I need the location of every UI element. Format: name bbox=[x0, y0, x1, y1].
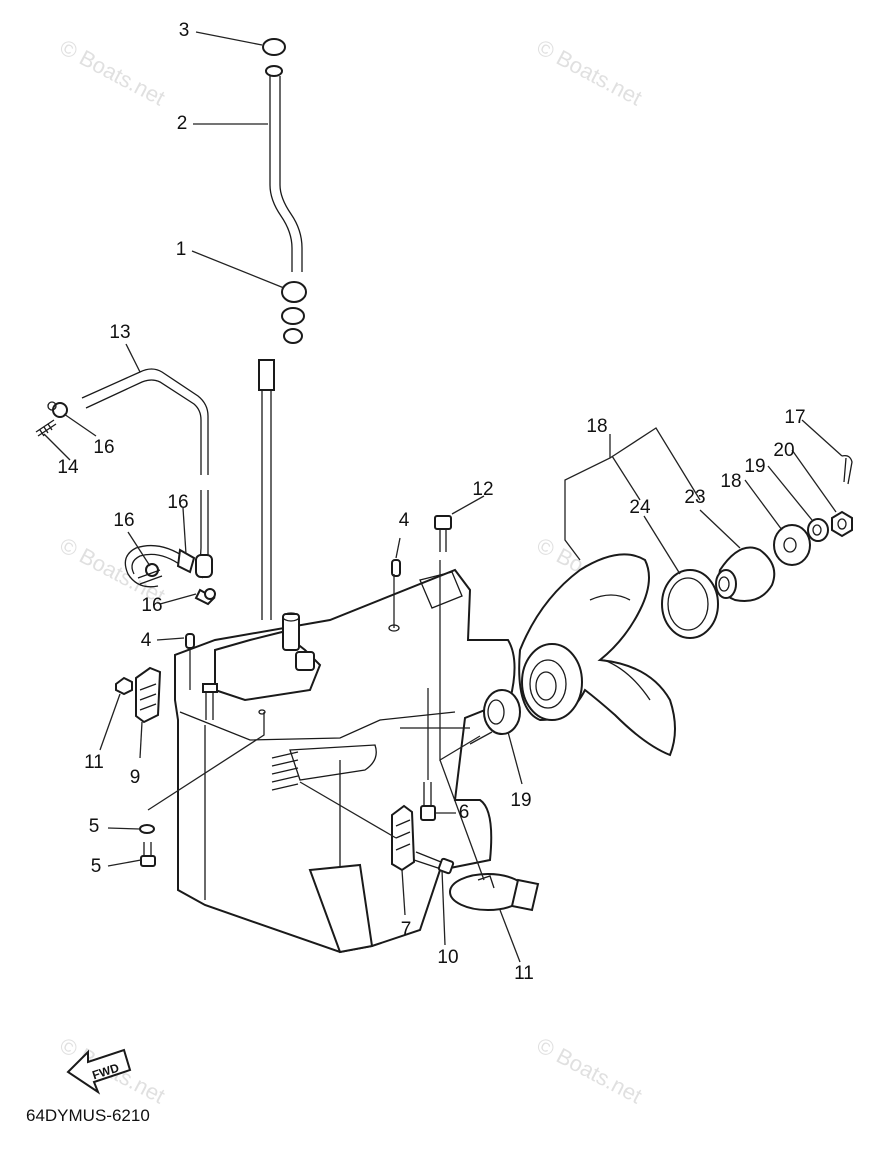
part-10-bolt bbox=[413, 851, 455, 875]
part-4-dowel-upper bbox=[391, 559, 401, 577]
callout-4-lower: 4 bbox=[141, 630, 152, 651]
drive-shaft-body bbox=[261, 390, 272, 620]
callout-18: 18 bbox=[720, 471, 741, 492]
callout-11: 11 bbox=[84, 752, 104, 773]
callout-20: 20 bbox=[773, 440, 794, 461]
part-6-washer bbox=[139, 824, 155, 834]
callout-19: 19 bbox=[744, 456, 765, 477]
part-20-nut bbox=[831, 510, 853, 538]
hose-joint bbox=[195, 554, 213, 578]
part-15-fitting bbox=[35, 401, 68, 437]
callout-21: 17 bbox=[784, 407, 805, 428]
part-2-water-tube bbox=[269, 76, 303, 272]
callout-16: 16 bbox=[93, 437, 114, 458]
part-24-bushing bbox=[661, 569, 719, 639]
part-4-dowel-lower bbox=[185, 633, 195, 649]
drive-shaft-spline bbox=[258, 359, 275, 391]
part-12-trim-tab bbox=[449, 873, 540, 912]
callout-14: 13 bbox=[109, 322, 130, 343]
part-5-bolt bbox=[140, 842, 156, 867]
drive-shaft bbox=[258, 359, 275, 620]
part-14-flush-hose bbox=[81, 368, 213, 579]
part-16-small-hose bbox=[124, 544, 216, 606]
part-23-spacer bbox=[715, 546, 776, 602]
lower-unit-case bbox=[174, 568, 516, 954]
callout-7: 6 bbox=[459, 802, 470, 823]
callout-4-upper: 4 bbox=[399, 510, 410, 531]
part-17-spacer bbox=[483, 689, 521, 735]
part-1-grommet-inner bbox=[281, 307, 305, 325]
watermark: © Boats.net bbox=[56, 34, 170, 110]
callout-13: 12 bbox=[472, 479, 493, 500]
callout-22: 18 bbox=[586, 416, 607, 437]
callout-12: 11 bbox=[514, 963, 534, 984]
assembly-lines bbox=[147, 560, 493, 881]
part-2-ring bbox=[265, 65, 283, 77]
callout-leaders bbox=[43, 31, 843, 963]
callout-3: 3 bbox=[179, 20, 190, 41]
callout-23: 23 bbox=[684, 487, 705, 508]
callout-16d: 16 bbox=[141, 595, 162, 616]
propeller-hub bbox=[521, 643, 583, 721]
part-8-holder bbox=[391, 804, 416, 872]
callout-17: 19 bbox=[510, 790, 531, 811]
callout-2: 2 bbox=[177, 113, 188, 134]
part-9-holder bbox=[135, 666, 162, 724]
part-19-washer bbox=[807, 518, 829, 542]
part-1-grommet bbox=[281, 281, 307, 303]
part-3-cap bbox=[262, 38, 286, 56]
part-13-bolt bbox=[434, 515, 452, 552]
water-tube-assembly bbox=[262, 38, 307, 344]
callout-1: 1 bbox=[176, 239, 187, 260]
callout-10: 10 bbox=[437, 947, 458, 968]
water-intake-grille bbox=[271, 751, 299, 791]
callout-16b: 16 bbox=[167, 492, 188, 513]
callout-9: 9 bbox=[130, 767, 141, 788]
part-18-washer bbox=[773, 524, 811, 566]
shaft-collar bbox=[282, 613, 300, 651]
skeg bbox=[308, 863, 374, 954]
callout-labels: 3 2 1 13 16 14 17 18 20 19 18 12 16 24 2… bbox=[57, 20, 805, 984]
callout-8: 7 bbox=[401, 919, 412, 940]
part-22-propeller bbox=[518, 553, 676, 757]
part-21-cotter-pin bbox=[841, 454, 853, 485]
watermark: © Boats.net bbox=[533, 1032, 647, 1108]
part-11-nut bbox=[115, 676, 133, 696]
callout-16c: 16 bbox=[113, 510, 134, 531]
catalog-code: 64DYMUS-6210 bbox=[26, 1106, 150, 1125]
callout-5: 5 bbox=[91, 856, 102, 877]
watermark: © Boats.net bbox=[533, 34, 647, 110]
callout-24: 24 bbox=[629, 497, 651, 518]
callout-6: 5 bbox=[89, 816, 100, 837]
part-1-grommet-lower bbox=[283, 328, 303, 344]
callout-15: 14 bbox=[57, 457, 79, 478]
housing-hardware bbox=[185, 559, 401, 720]
part-7-bolt bbox=[420, 782, 436, 821]
